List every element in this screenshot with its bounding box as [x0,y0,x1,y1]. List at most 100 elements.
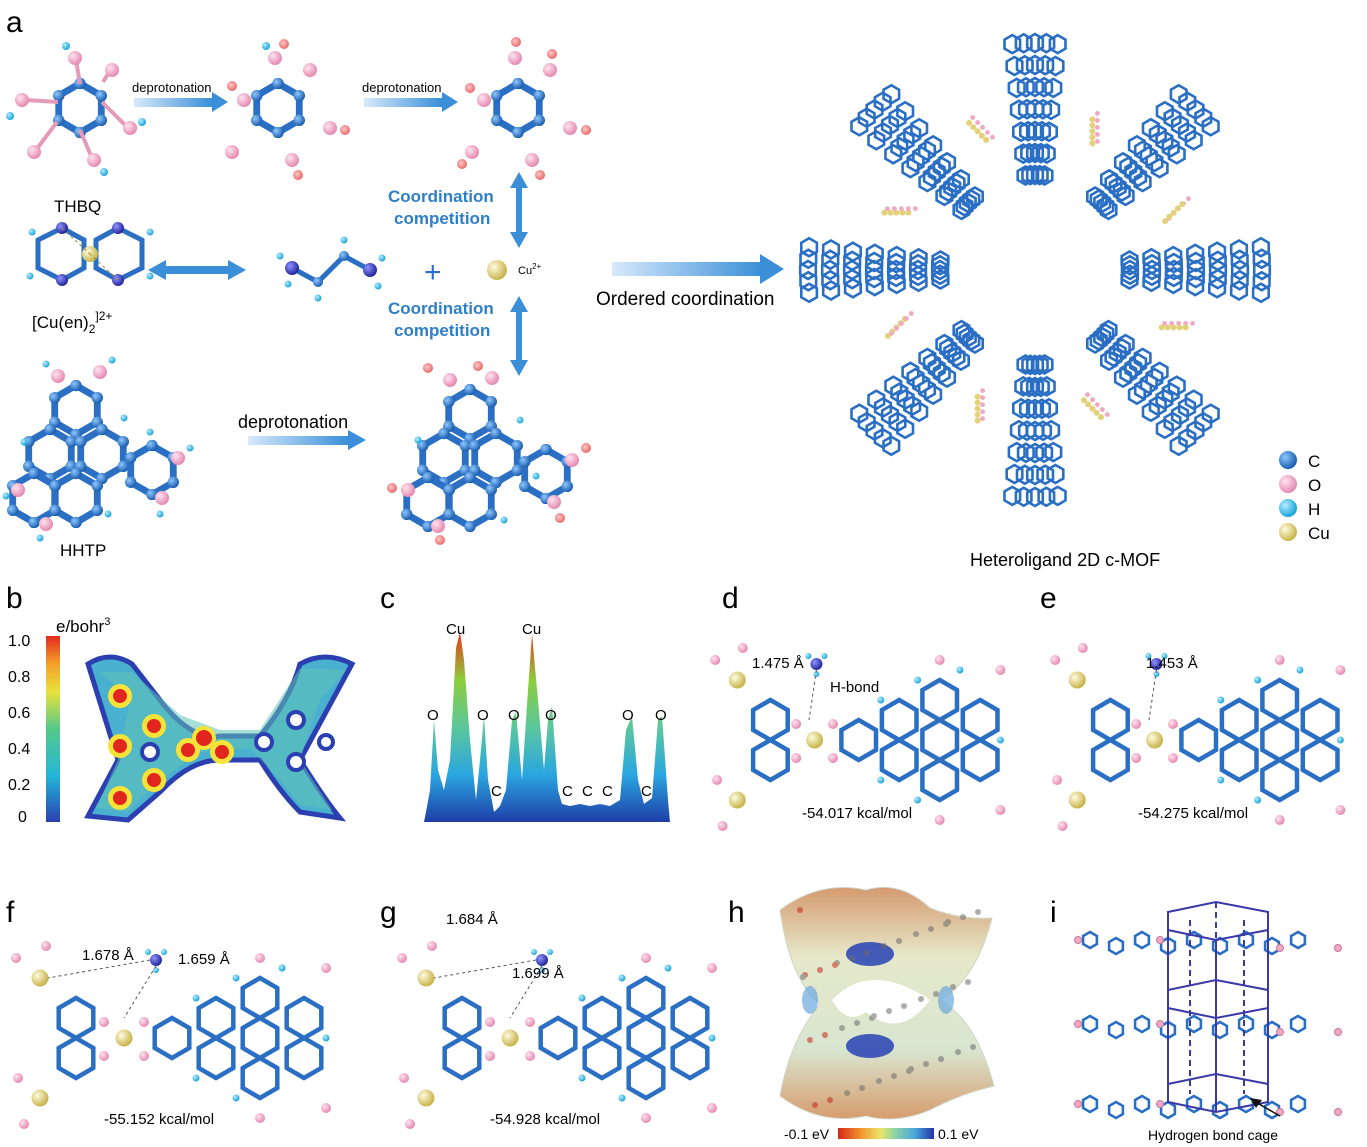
panel-a: a THBQ deprotonation [2,6,1330,570]
distance-label-e: 1.453 Å [1146,655,1198,672]
hydrogen-bond-cage-caption: Hydrogen bond cage [1148,1127,1278,1143]
distance-label-g-2: 1.699 Å [512,965,564,982]
structure-e [1050,643,1346,831]
legend-swatch-cu [1279,523,1297,541]
deprotonation-arrow-1 [134,98,212,107]
esp-colorbar [838,1128,934,1139]
peak-label-o-6: O [655,707,667,724]
peak-label-cu-1: Cu [446,621,465,638]
ordered-coordination-label: Ordered coordination [596,289,775,310]
esp-scale-max: 0.1 eV [938,1126,979,1142]
peak-label-c-1: C [491,783,502,800]
colorbar-tick-2: 0.6 [8,705,30,722]
deprotonation-arrow-2 [364,98,442,107]
deprotonation-arrow-3 [248,436,348,445]
panel-letter-a: a [6,6,23,39]
hbond-label-d: H-bond [830,679,879,696]
colorbar-tick-3: 0.4 [8,741,30,758]
structure-d [710,643,1006,831]
legend-label-c: C [1308,452,1320,471]
panel-letter-g: g [380,896,397,929]
ethylenediamine-molecule [276,236,386,302]
distance-label-f-2: 1.659 Å [178,951,230,968]
colorbar-tick-0: 1.0 [8,633,30,650]
distance-label-d: 1.475 Å [752,655,804,672]
coord-competition-upper-line2: competition [394,209,490,228]
coord-competition-lower-line1: Coordination [388,299,494,318]
energy-label-d: -54.017 kcal/mol [802,805,912,822]
panel-letter-d: d [722,582,739,615]
deprotonation-label-1: deprotonation [132,80,212,95]
energy-label-f: -55.152 kcal/mol [104,1111,214,1128]
panel-f: f 1.678 Å 1.659 Å -55.152 kcal/mol [6,896,331,1129]
deprotonation-label-2: deprotonation [362,80,442,95]
structure-f [11,941,331,1129]
esp-scale-min: -0.1 eV [784,1126,830,1142]
cu-ion-label: Cu2+ [518,262,542,277]
legend-swatch-c [1279,451,1297,469]
element-legend: C O H Cu [1279,451,1330,543]
hhtp-molecule [2,356,194,542]
peak-label-c-2: C [562,783,573,800]
panel-d: d 1.475 Å H-bond -54.017 kcal/mol [710,582,1006,831]
structure-g [397,941,717,1129]
colorbar-tick-5: 0 [18,809,27,826]
cu-en2-complex [26,222,154,286]
thbq-label: THBQ [54,197,101,216]
vertical-arrow-lower [510,296,528,376]
deprotonation-label-3: deprotonation [238,412,348,432]
mof-framework [798,32,1272,508]
peak-label-c-3: C [582,783,593,800]
distance-label-g-1: 1.684 Å [446,911,498,928]
legend-label-o: O [1308,476,1321,495]
panel-letter-e: e [1040,582,1057,615]
peak-label-o-2: O [477,707,489,724]
colorbar-tick-4: 0.2 [8,777,30,794]
legend-swatch-h [1279,499,1297,517]
vertical-arrow-upper [510,172,528,248]
panel-letter-h: h [728,896,745,929]
panel-letter-f: f [6,896,15,929]
panel-b: b e/bohr3 1.0 0.8 0.6 0.4 0.2 0 [6,582,356,826]
hhtp-deprotonated [387,361,591,545]
panel-c: c Cu Cu O O O O O O C C C C C [380,582,670,822]
distance-label-f-1: 1.678 Å [82,947,134,964]
ordered-coordination-arrow [612,262,762,276]
peak-label-o-1: O [427,707,439,724]
charge-density-map [84,654,356,823]
energy-label-g: -54.928 kcal/mol [490,1111,600,1128]
density-unit: e/bohr3 [56,616,110,636]
peak-label-o-4: O [545,707,557,724]
cu-ion-sphere [487,260,507,280]
panel-h: h -0.1 eV 0.1 eV [728,886,995,1142]
panel-letter-b: b [6,582,23,615]
coord-competition-upper-line1: Coordination [388,187,494,206]
peak-label-o-3: O [508,707,520,724]
hydrogen-bond-cage [1167,900,1269,1114]
stacked-layers [1074,930,1342,1120]
esp-surface [779,886,995,1120]
colorbar-tick-1: 0.8 [8,669,30,686]
legend-label-h: H [1308,500,1320,519]
complex-label: [Cu(en)2]2+ [32,309,112,336]
peak-label-c-5: C [641,783,652,800]
panel-g: g 1.684 Å 1.699 Å -54.928 kcal/mol [380,896,717,1129]
peak-label-cu-2: Cu [522,621,541,638]
panel-e: e 1.453 Å -54.275 kcal/mol [1040,582,1346,831]
density-colorbar [46,636,60,822]
hhtp-label: HHTP [60,541,106,560]
energy-label-e: -54.275 kcal/mol [1138,805,1248,822]
exchange-arrow [148,260,246,280]
plus-sign: + [424,256,442,289]
thbq-deprotonated-2 [457,37,591,180]
panel-i: i Hydrogen bond cage [1050,896,1342,1143]
panel-letter-c: c [380,582,395,615]
coord-competition-lower-line2: competition [394,321,490,340]
spectrum-area [424,632,670,822]
peak-label-o-5: O [622,707,634,724]
mof-caption: Heteroligand 2D c-MOF [970,550,1160,570]
legend-label-cu: Cu [1308,524,1330,543]
peak-label-c-4: C [602,783,613,800]
legend-swatch-o [1279,475,1297,493]
